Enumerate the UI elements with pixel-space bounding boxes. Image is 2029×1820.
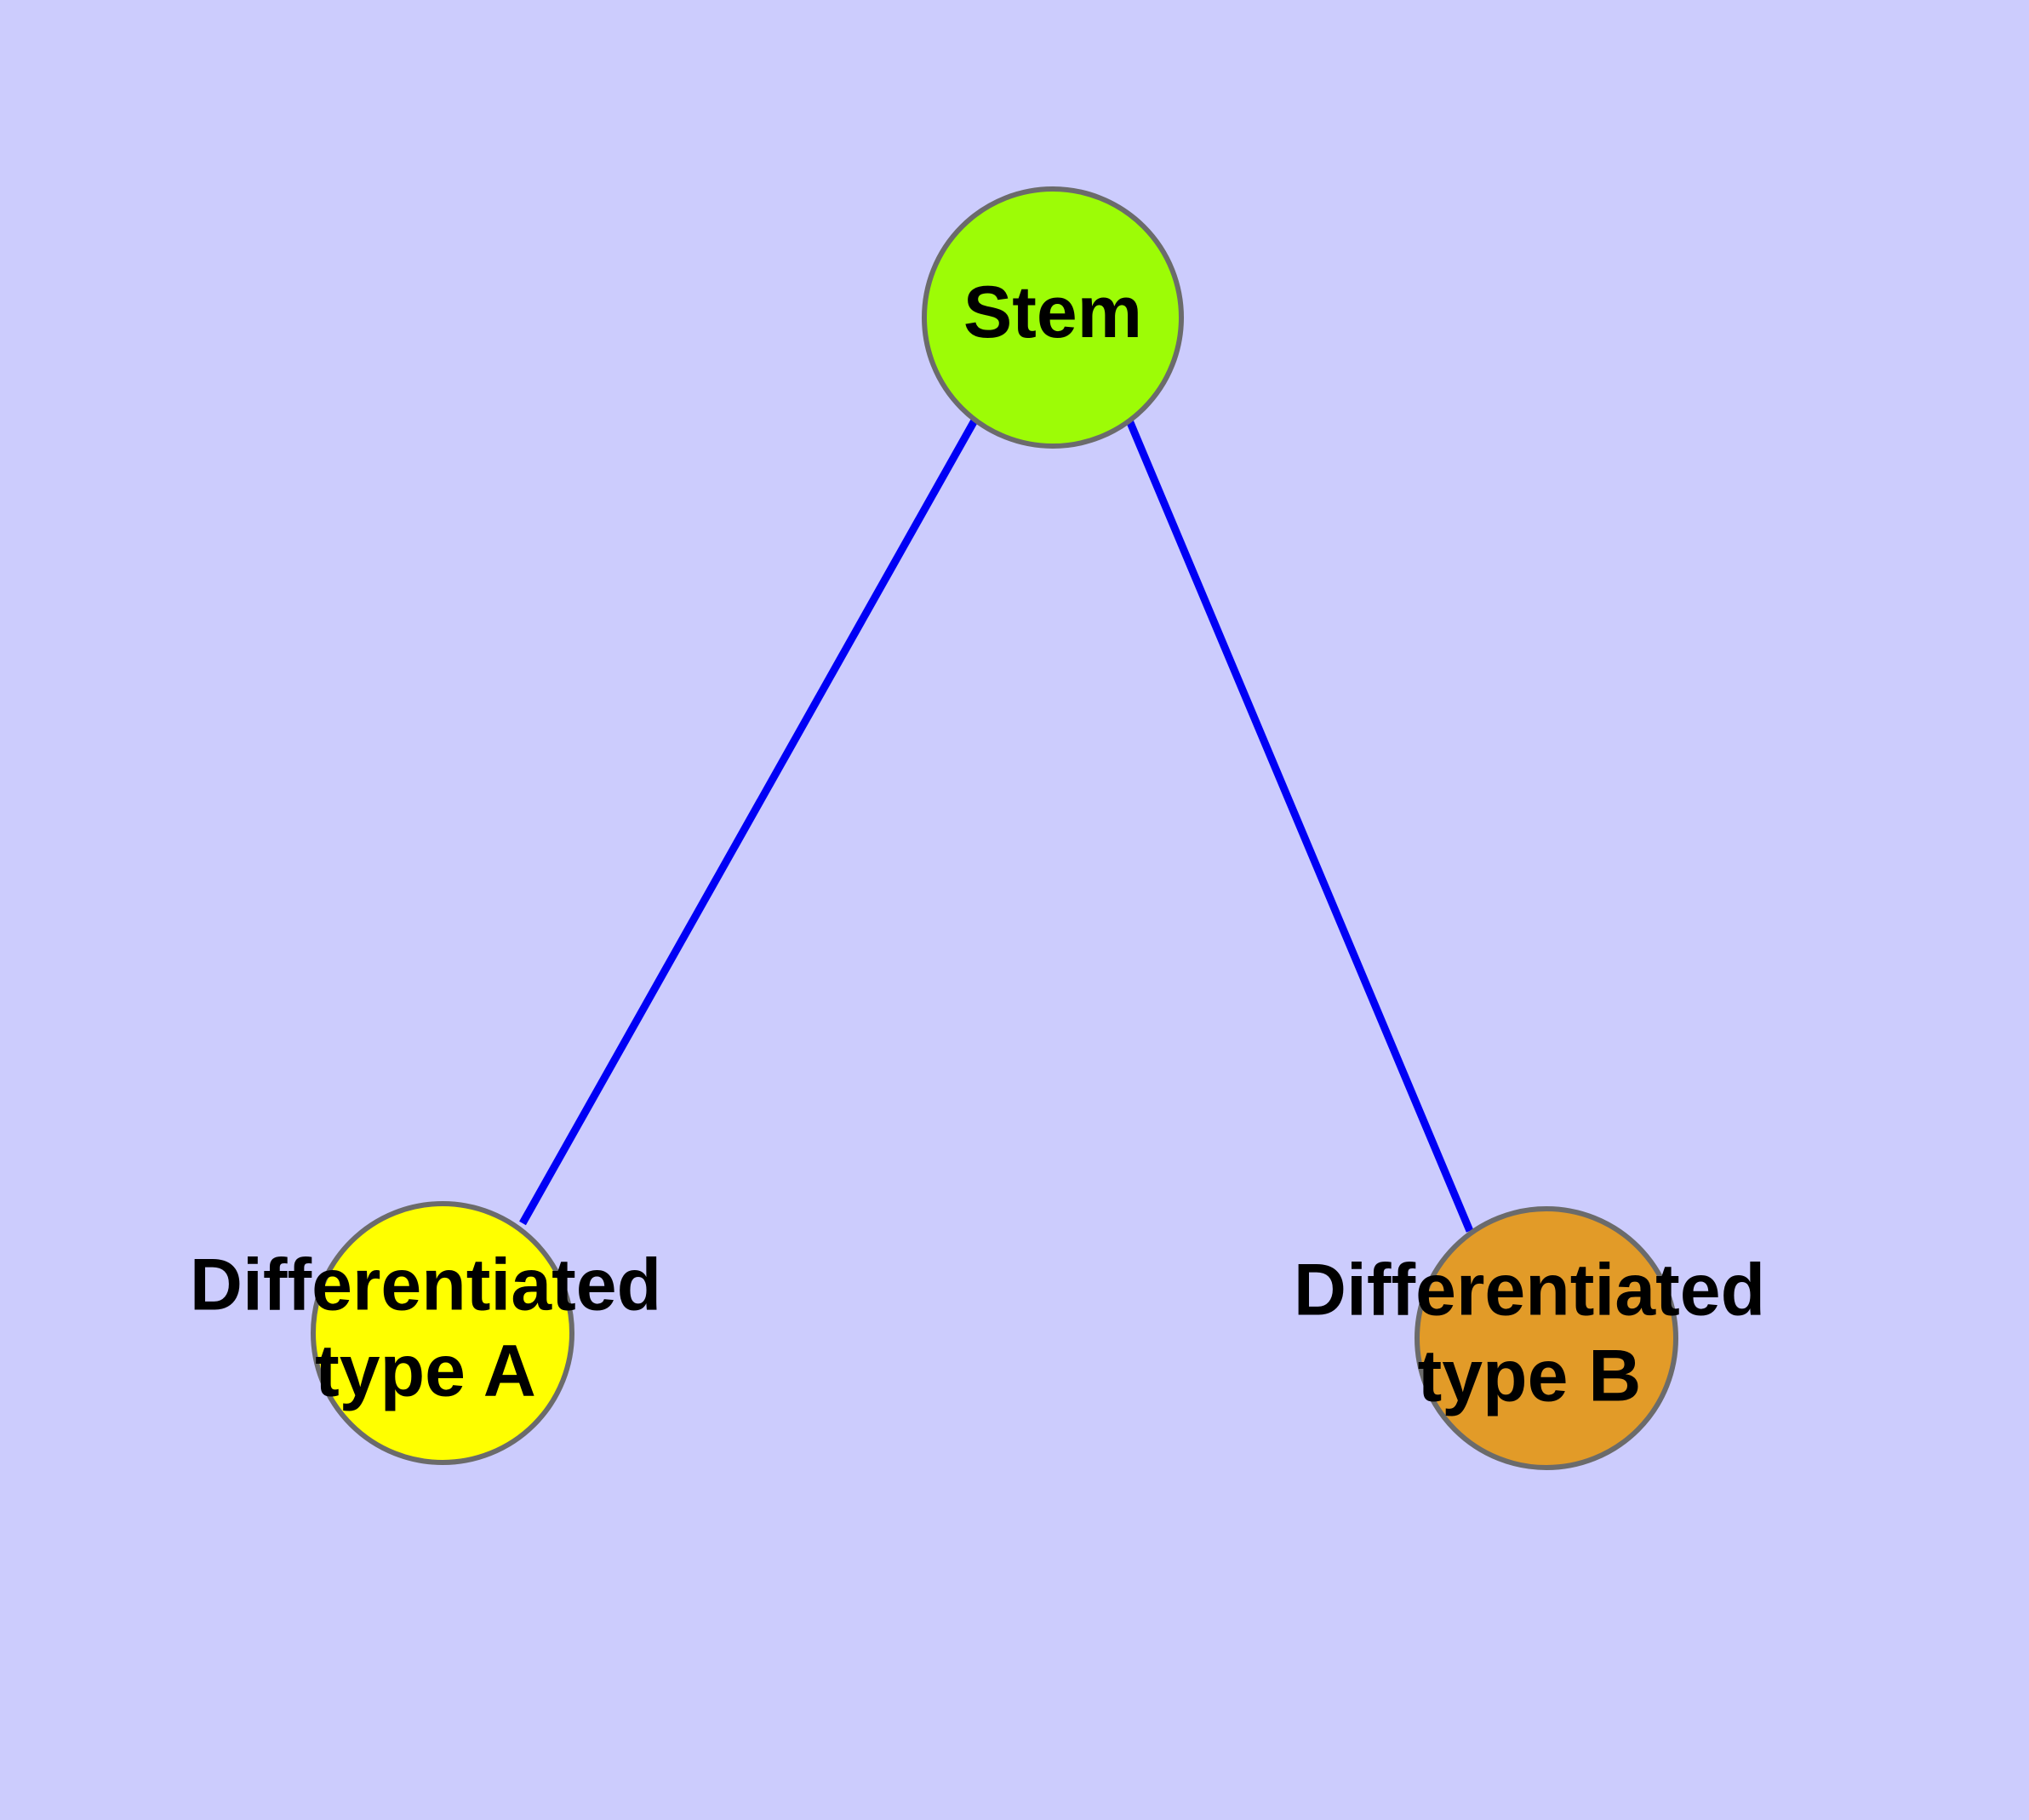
label-line: type B <box>1418 1335 1642 1417</box>
node-differentiated-type-a[interactable] <box>311 1201 574 1465</box>
node-differentiated-type-b[interactable] <box>1415 1206 1678 1470</box>
node-stem[interactable] <box>922 186 1184 449</box>
label-line: type A <box>315 1330 536 1411</box>
node-differentiated-type-b-circle[interactable] <box>1415 1206 1678 1470</box>
edge-stem-to-differentiated-type-a[interactable] <box>519 418 978 1226</box>
edge-stem-to-differentiated-type-b[interactable] <box>1125 419 1474 1233</box>
label-line: Differentiated <box>1294 1249 1765 1331</box>
label-line: Stem <box>963 272 1142 353</box>
node-stem-circle[interactable] <box>922 186 1184 449</box>
label-line: Differentiated <box>190 1244 661 1325</box>
node-differentiated-type-a-circle[interactable] <box>311 1201 574 1465</box>
nodes-layer <box>311 186 1678 1470</box>
node-stem-label: Stem <box>963 272 1142 353</box>
edges-layer <box>519 418 1474 1233</box>
